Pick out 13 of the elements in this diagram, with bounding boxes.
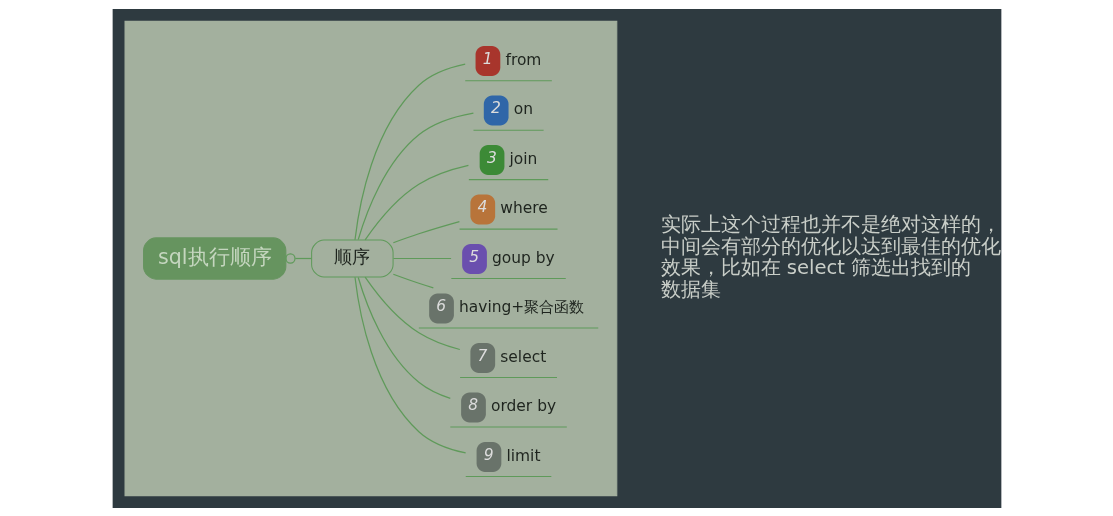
node-box: sql执行顺序 [142, 236, 286, 280]
connector [357, 111, 474, 240]
connector [353, 63, 466, 240]
connector [364, 164, 469, 240]
connector [392, 220, 460, 243]
node-box: 顺序 [310, 238, 394, 278]
connector [357, 276, 451, 399]
connector [364, 276, 460, 350]
cluster [124, 20, 617, 496]
label: 实际上这个过程也并不是绝对这样的，中间会有部分的优化以达到最佳的优化效果，比如在 select 筛选出找到的数据集 [660, 212, 1001, 301]
connector [392, 273, 434, 288]
connector [353, 276, 466, 453]
connector [392, 257, 452, 259]
